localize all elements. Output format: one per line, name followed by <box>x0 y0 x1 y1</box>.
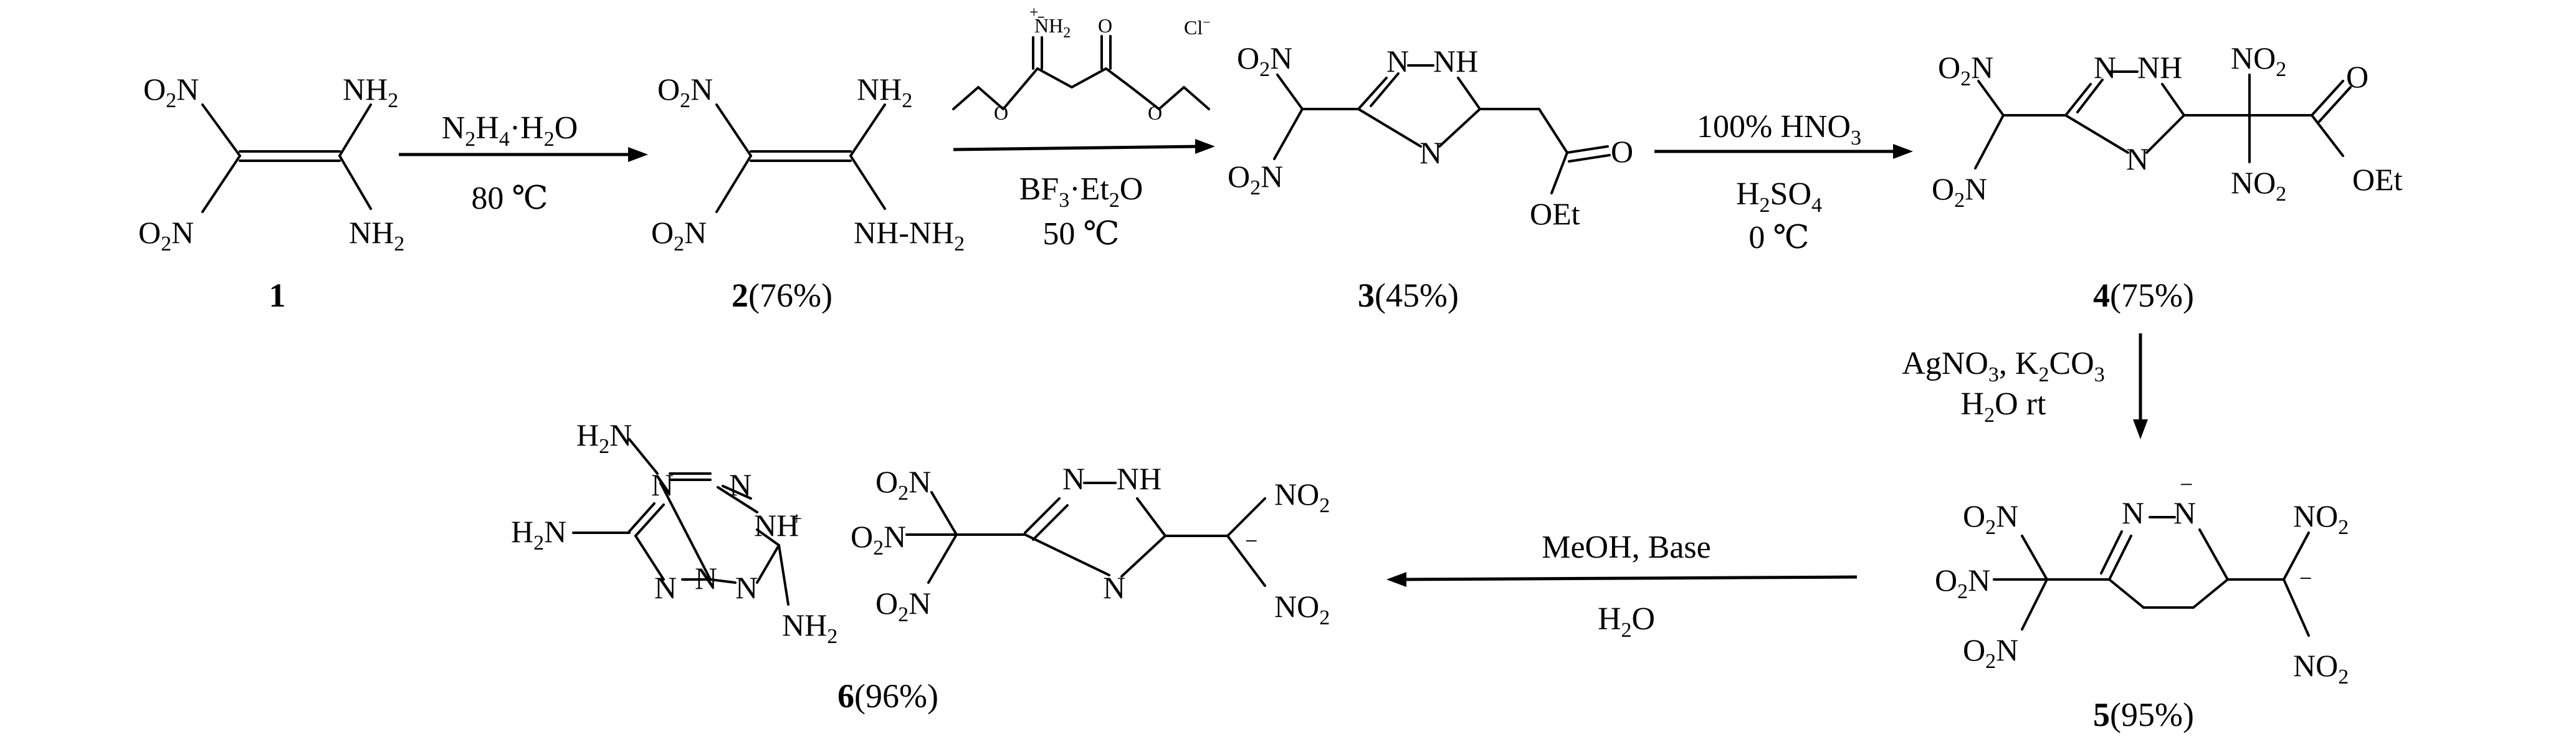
svg-text:N̄H2: N̄H2 <box>1034 14 1071 41</box>
svg-text:NO2: NO2 <box>2231 41 2286 81</box>
svg-text:O2N: O2N <box>1963 632 2018 673</box>
svg-text:N: N <box>1386 44 1409 79</box>
step-2-condition-2: 50 ℃ <box>1042 216 1119 252</box>
compound-4-label: 4(75%) <box>2093 277 2194 314</box>
arrow-1-to-2 <box>399 147 648 162</box>
svg-text:+: + <box>791 508 802 529</box>
svg-text:O2N: O2N <box>1932 171 1987 212</box>
svg-text:O: O <box>2346 59 2368 94</box>
svg-text:O2N: O2N <box>143 72 199 112</box>
svg-text:NH2: NH2 <box>857 72 912 112</box>
svg-text:O: O <box>994 102 1008 124</box>
svg-text:NH2: NH2 <box>343 72 398 112</box>
step-2-condition-1: BF3·Et2O <box>1019 171 1143 212</box>
arrow-4-to-5 <box>2133 333 2148 439</box>
compound-3-label: 3(45%) <box>1358 277 1459 314</box>
svg-text:−: − <box>1245 528 1257 553</box>
svg-text:N: N <box>1062 461 1085 496</box>
svg-text:O2N: O2N <box>1237 41 1292 81</box>
arrow-3-to-4 <box>1654 144 1913 159</box>
svg-text:NO2: NO2 <box>1274 477 1330 517</box>
step-3-condition-1: H2SO4 <box>1736 176 1822 217</box>
step-3-reagent: 100% HNO3 <box>1697 109 1861 150</box>
svg-text:O2N: O2N <box>657 72 713 112</box>
svg-text:O: O <box>1611 134 1633 169</box>
svg-text:NH-NH2: NH-NH2 <box>854 215 965 255</box>
svg-text:N: N <box>651 467 674 502</box>
compound-1-label: 1 <box>269 277 286 314</box>
svg-text:OEt: OEt <box>1530 196 1580 231</box>
svg-text:NH2: NH2 <box>782 608 837 648</box>
compound-2-structure: O2N NH2 O2N NH-NH2 <box>651 72 965 255</box>
svg-text:O2N: O2N <box>851 519 906 560</box>
compound-5-label: 5(95%) <box>2093 696 2194 733</box>
svg-text:N: N <box>654 570 677 605</box>
svg-text:NO2: NO2 <box>2293 498 2349 539</box>
step-3-condition-2: 0 ℃ <box>1748 220 1809 255</box>
svg-text:O2N: O2N <box>1963 498 2018 539</box>
svg-text:H2N: H2N <box>511 514 566 555</box>
svg-text:OEt: OEt <box>2352 162 2403 197</box>
svg-text:H2N: H2N <box>576 417 632 458</box>
svg-text:NO2: NO2 <box>2293 648 2349 689</box>
compound-5-structure: O2N O2N O2N N N − NO2 NO2 − <box>1935 472 2349 689</box>
svg-text:N: N <box>2094 50 2116 85</box>
arrow-5-to-6 <box>1386 572 1858 587</box>
svg-text:NH: NH <box>1433 44 1478 79</box>
svg-text:NH: NH <box>1117 461 1162 496</box>
compound-6-label: 6(96%) <box>837 677 938 715</box>
step-4-reagent-1: AgNO3, K2CO3 <box>1902 346 2104 386</box>
step-2-reagent-structure: O O N̄H2 + O Cl− <box>952 3 1211 124</box>
svg-text:O2N: O2N <box>1938 50 1993 90</box>
svg-text:O2N: O2N <box>651 215 707 255</box>
svg-text:N: N <box>1103 570 1125 605</box>
compound-2-label: 2(76%) <box>732 277 832 314</box>
svg-text:N: N <box>2173 495 2196 530</box>
svg-text:NH: NH <box>754 508 799 543</box>
svg-text:O2N: O2N <box>875 586 931 626</box>
svg-text:+: + <box>1029 3 1039 21</box>
svg-text:N: N <box>2126 141 2149 176</box>
svg-text:NO2: NO2 <box>1274 589 1330 629</box>
svg-text:O2N: O2N <box>1228 159 1283 199</box>
svg-text:O: O <box>1148 102 1162 124</box>
arrow-2-to-3 <box>953 139 1215 154</box>
svg-text:O: O <box>1098 14 1112 37</box>
svg-text:N: N <box>695 561 717 596</box>
svg-text:Cl−: Cl− <box>1184 14 1211 39</box>
compound-4-structure: O2N O2N N NH N NO2 NO2 O OEt <box>1932 41 2403 212</box>
svg-text:O2N: O2N <box>1935 563 1990 603</box>
svg-text:NH2: NH2 <box>349 215 404 255</box>
svg-text:O2N: O2N <box>138 215 194 255</box>
svg-text:N: N <box>1419 135 1442 170</box>
step-1-condition: 80 ℃ <box>471 181 548 216</box>
svg-text:NO2: NO2 <box>2231 165 2286 206</box>
compound-1-structure: O2N NH2 O2N NH2 <box>138 72 404 255</box>
svg-text:O2N: O2N <box>875 464 931 505</box>
compound-6-anion: O2N O2N O2N N NH N NO2 NO2 − <box>851 461 1330 629</box>
step-4-reagent-2: H2O rt <box>1961 386 2046 427</box>
compound-3-structure: O2N O2N N NH N O OEt <box>1228 41 1633 231</box>
svg-text:N: N <box>2122 495 2144 530</box>
svg-text:NH: NH <box>2137 50 2182 85</box>
svg-text:N: N <box>735 570 758 605</box>
svg-text:−: − <box>2180 472 2193 498</box>
svg-text:−: − <box>2299 566 2312 591</box>
step-5-condition: H2O <box>1598 601 1655 642</box>
step-1-reagent: N2H4·H2O <box>442 110 578 151</box>
svg-text:N: N <box>729 467 751 502</box>
step-5-reagent: MeOH, Base <box>1542 530 1711 565</box>
compound-6-cation: H2N N N NH + H2N N N N NH2 <box>511 417 837 648</box>
